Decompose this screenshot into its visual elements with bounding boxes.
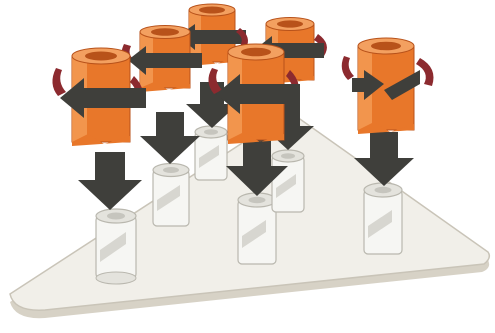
pin xyxy=(153,164,189,227)
down-arrow xyxy=(140,112,200,164)
cap xyxy=(342,38,434,134)
pin xyxy=(238,193,276,264)
pin xyxy=(364,183,402,254)
cap-rim xyxy=(342,56,354,80)
cap-rim xyxy=(52,68,66,96)
pin xyxy=(195,126,227,180)
pin xyxy=(272,150,304,212)
cap-group xyxy=(52,4,433,146)
pin xyxy=(96,209,136,284)
down-arrow xyxy=(78,152,142,210)
